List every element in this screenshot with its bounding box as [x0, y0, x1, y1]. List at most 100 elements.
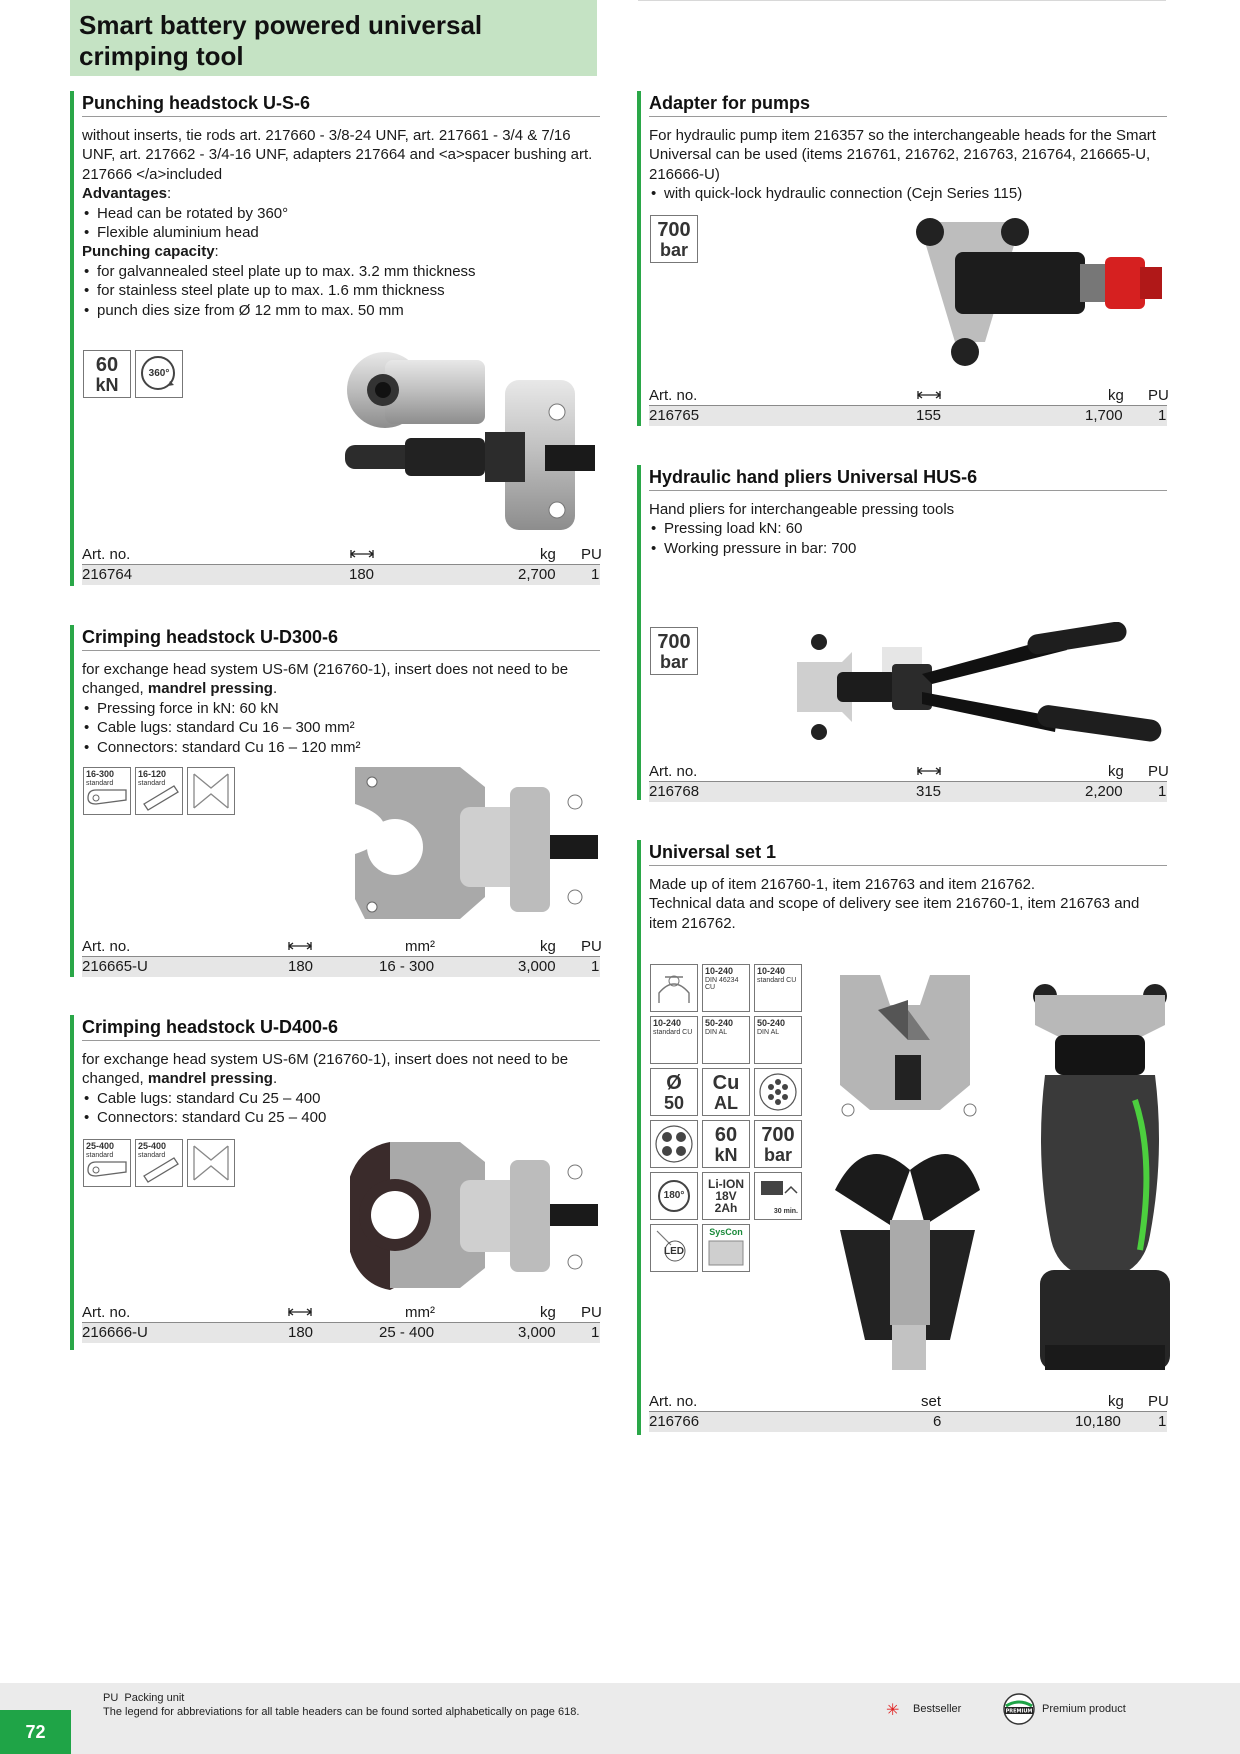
top-divider: [638, 0, 1166, 1]
list-item: Cable lugs: standard Cu 16 – 300 mm²: [82, 718, 600, 738]
description: without inserts, tie rods art. 217660 - …: [82, 127, 593, 183]
capacity-list: for galvannealed steel plate up to max. …: [82, 262, 600, 321]
table-row: 216768 315 2,200 1: [649, 782, 1167, 802]
punching-headstock-photo: [345, 352, 595, 530]
description-line-1: Made up of item 216760-1, item 216763 an…: [649, 876, 1036, 893]
description-line-2: Technical data and scope of delivery see…: [649, 895, 1140, 932]
list-item: Working pressure in bar: 700: [649, 539, 1167, 559]
capacity-label: Punching capacity:: [82, 243, 219, 261]
crimp-profile-icon: [650, 964, 698, 1012]
footnote-legend: The legend for abbreviations for all tab…: [103, 1706, 580, 1718]
description: For hydraulic pump item 216357 so the in…: [649, 127, 1156, 183]
adapter-article-table: Art. no. kg PU 216765 155 1,700 1: [649, 386, 1169, 426]
feature-list: Cable lugs: standard Cu 25 – 400 Connect…: [82, 1089, 600, 1128]
table-row: 216665-U 180 16 - 300 3,000 1: [82, 957, 600, 977]
table-row: 216765 155 1,700 1: [649, 406, 1167, 426]
page-number: 72: [0, 1710, 71, 1754]
dimension-arrows-icon: [917, 391, 941, 399]
table-header: Art. no. kg PU: [649, 387, 1169, 406]
li-ion-battery-badge: Li-ION 18V 2Ah: [702, 1172, 750, 1220]
rotate-360-icon: 360°: [135, 350, 183, 398]
svg-text:PREMIUM: PREMIUM: [1006, 1709, 1033, 1715]
description: Hand pliers for interchangeable pressing…: [649, 501, 955, 518]
feature-list: Pressing load kN: 60 Working pressure in…: [649, 519, 1167, 558]
dimension-arrows-icon: [350, 550, 374, 558]
led-icon: LED: [650, 1224, 698, 1272]
section-punching-headstock: Punching headstock U-S-6 without inserts…: [70, 91, 600, 586]
section-hydraulic-hand-pliers: Hydraulic hand pliers Universal HUS-6 Ha…: [637, 465, 1167, 800]
section-crimping-d300: Crimping headstock U-D300-6 for exchange…: [70, 625, 600, 977]
mandrel-insert-icon: [187, 767, 235, 815]
dimension-arrows-icon: [288, 942, 312, 950]
hand-pliers-photo: [797, 622, 1162, 742]
table-row: 216764 180 2,700 1: [82, 565, 600, 585]
smart-universal-tool-photo: [1033, 984, 1170, 1370]
description: for exchange head system US-6M (216760-1…: [82, 1051, 569, 1088]
list-item: Flexible aluminium head: [82, 223, 600, 243]
table-header: Art. no. kg PU: [649, 763, 1169, 782]
hand-pliers-article-table: Art. no. kg PU 216768 315 2,200 1: [649, 762, 1169, 802]
dimension-arrows-icon: [917, 767, 941, 775]
list-item: Head can be rotated by 360°: [82, 204, 600, 224]
premium-badge-icon: PREMIUM: [1003, 1693, 1035, 1725]
mandrel-insert-icon: [187, 1139, 235, 1187]
section-title: Adapter for pumps: [649, 91, 1167, 117]
syscon-case-icon: SysCon: [702, 1224, 750, 1272]
universal-set-article-table: Art. no. set kg PU 216766 6 10,180 1: [649, 1392, 1169, 1432]
list-item: with quick-lock hydraulic connection (Ce…: [649, 184, 1167, 204]
footnote-pu: PU Packing unit: [103, 1692, 185, 1704]
dimension-arrows-icon: [288, 1308, 312, 1316]
section-title: Crimping headstock U-D400-6: [82, 1015, 600, 1041]
description: for exchange head system US-6M (216760-1…: [82, 661, 569, 698]
adapter-photo: [916, 218, 1162, 366]
section-universal-set-1: Universal set 1 Made up of item 216760-1…: [637, 840, 1167, 1435]
section-title: Punching headstock U-S-6: [82, 91, 600, 117]
page-footer: [0, 1683, 1240, 1754]
feature-list: Pressing force in kN: 60 kN Cable lugs: …: [82, 699, 600, 758]
table-header: Art. no. kg PU: [82, 546, 602, 565]
list-item: Connectors: standard Cu 16 – 120 mm²: [82, 738, 600, 758]
advantages-list: Head can be rotated by 360° Flexible alu…: [82, 204, 600, 243]
list-item: for galvannealed steel plate up to max. …: [82, 262, 600, 282]
crimping-d400-photo: [350, 1142, 598, 1290]
section-crimping-d400: Crimping headstock U-D400-6 for exchange…: [70, 1015, 600, 1350]
rotate-180-icon: 180°: [650, 1172, 698, 1220]
table-row: 216666-U 180 25 - 400 3,000 1: [82, 1323, 600, 1343]
bestseller-star-icon: ✳: [886, 1702, 900, 1719]
list-item: punch dies size from Ø 12 mm to max. 50 …: [82, 301, 600, 321]
crimping-d400-article-table: Art. no. mm² kg PU 216666-U 180 25 - 400…: [82, 1303, 602, 1343]
list-item: Connectors: standard Cu 25 – 400: [82, 1108, 600, 1128]
list-item: for stainless steel plate up to max. 1.6…: [82, 281, 600, 301]
section-adapter-for-pumps: Adapter for pumps For hydraulic pump ite…: [637, 91, 1167, 426]
multi-strand-cable-icon: [754, 1068, 802, 1116]
table-row: 216766 6 10,180 1: [649, 1412, 1167, 1432]
punching-article-table: Art. no. kg PU 216764 180 2,700 1: [82, 545, 602, 585]
crimping-d300-photo: [355, 767, 598, 919]
table-header: Art. no. mm² kg PU: [82, 1304, 602, 1323]
feature-list: with quick-lock hydraulic connection (Ce…: [649, 184, 1167, 204]
charger-30min-icon: 30 min.: [754, 1172, 802, 1220]
section-title: Universal set 1: [649, 840, 1167, 866]
list-item: Pressing load kN: 60: [649, 519, 1167, 539]
table-header: Art. no. set kg PU: [649, 1393, 1169, 1412]
table-header: Art. no. mm² kg PU: [82, 938, 602, 957]
page-title: Smart battery powered universal crimping…: [70, 0, 597, 76]
crimping-d300-article-table: Art. no. mm² kg PU 216665-U 180 16 - 300…: [82, 937, 602, 977]
list-item: Pressing force in kN: 60 kN: [82, 699, 600, 719]
section-title: Hydraulic hand pliers Universal HUS-6: [649, 465, 1167, 491]
